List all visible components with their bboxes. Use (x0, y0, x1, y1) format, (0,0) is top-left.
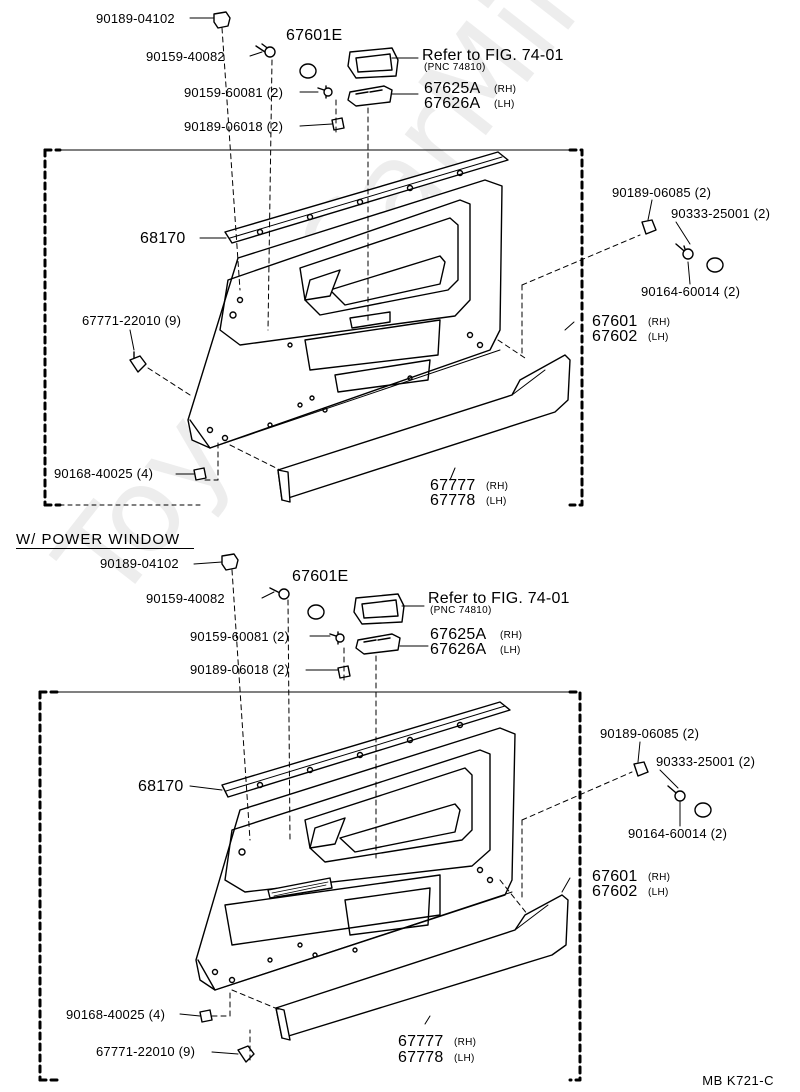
label-67625A: 67625A (430, 626, 487, 643)
section-title-underline (16, 548, 194, 549)
label-67601-rh: (RH) (648, 317, 671, 328)
label-67778: 67778 (398, 1049, 444, 1066)
label-67602: 67602 (592, 883, 638, 900)
top-dashed-guides (147, 27, 641, 481)
cap-90333-25001 (706, 257, 724, 273)
label-90189-06018: 90189-06018 (2) (190, 662, 290, 677)
label-68170: 68170 (140, 230, 186, 247)
bottom-leader-lines (179, 561, 681, 1055)
clip-90189-04102 (221, 553, 239, 571)
label-67602: 67602 (592, 328, 638, 345)
label-refer-fig: Refer to FIG. 74-01 (428, 590, 570, 607)
clip-90189-06085 (633, 761, 649, 777)
cap-90333-25001 (694, 802, 712, 818)
label-67601: 67601 (592, 868, 638, 885)
top-leader-lines (129, 17, 691, 481)
label-90189-06018: 90189-06018 (2) (184, 119, 284, 134)
section-title: W/ POWER WINDOW (16, 531, 181, 548)
top-small-parts (129, 11, 724, 481)
label-67625A-rh: (RH) (494, 84, 517, 95)
switch-67625A (347, 85, 393, 107)
label-90189-06085: 90189-06085 (2) (612, 185, 712, 200)
label-90164-60014: 90164-60014 (2) (628, 826, 728, 841)
label-68170: 68170 (138, 778, 184, 795)
label-67602-lh: (LH) (648, 887, 669, 898)
label-90168-40025: 90168-40025 (4) (54, 466, 154, 481)
bottom-molding-68170 (221, 701, 511, 798)
top-molding-68170 (224, 151, 509, 244)
label-67626A-lh: (LH) (494, 99, 515, 110)
bottom-dashed-guides (211, 569, 633, 1061)
label-refer-fig: Refer to FIG. 74-01 (422, 47, 564, 64)
label-90164-60014: 90164-60014 (2) (641, 284, 741, 299)
clip-90189-06018 (331, 117, 345, 131)
label-90159-40082: 90159-40082 (146, 591, 225, 606)
label-67777: 67777 (430, 477, 476, 494)
label-67778: 67778 (430, 492, 476, 509)
label-90189-04102: 90189-04102 (96, 11, 175, 26)
label-90159-40082: 90159-40082 (146, 49, 225, 64)
label-pnc: (PNC 74810) (430, 605, 492, 616)
label-67626A-lh: (LH) (500, 645, 521, 656)
label-67778-lh: (LH) (486, 496, 507, 507)
clip-90189-06018 (337, 665, 351, 679)
bottom-group-bracket (38, 690, 582, 1082)
top-door-trim-panel (187, 179, 503, 449)
top-assembly (43, 11, 724, 507)
label-67601E: 67601E (292, 568, 349, 585)
label-67777-rh: (RH) (454, 1037, 477, 1048)
label-90189-04102: 90189-04102 (100, 556, 179, 571)
label-90168-40025: 90168-40025 (4) (66, 1007, 166, 1022)
clip-90189-06085 (641, 219, 657, 235)
label-90333-25001: 90333-25001 (2) (671, 206, 771, 221)
label-67771-22010: 67771-22010 (9) (82, 313, 182, 328)
label-67626A: 67626A (424, 95, 481, 112)
bottom-armrest-67777 (275, 894, 569, 1041)
label-67602-lh: (LH) (648, 332, 669, 343)
label-67625A-rh: (RH) (500, 630, 523, 641)
label-67771-22010: 67771-22010 (9) (96, 1044, 196, 1059)
switch-67625A (355, 633, 401, 655)
label-90333-25001: 90333-25001 (2) (656, 754, 756, 769)
label-90189-06085: 90189-06085 (2) (600, 726, 700, 741)
top-armrest-67777 (277, 354, 571, 503)
bottom-door-trim-panel (195, 727, 516, 991)
label-67778-lh: (LH) (454, 1053, 475, 1064)
label-67601: 67601 (592, 313, 638, 330)
clip-90168-40025 (193, 467, 207, 481)
clip-90168-40025 (199, 1009, 213, 1023)
label-67626A: 67626A (430, 641, 487, 658)
cap-67601E (307, 604, 325, 620)
label-90159-60081: 90159-60081 (2) (190, 629, 290, 644)
top-group-bracket (43, 148, 584, 507)
label-67777: 67777 (398, 1033, 444, 1050)
clip-67771 (237, 1045, 255, 1063)
clip-90189-04102 (213, 11, 231, 29)
clip-67771 (129, 355, 147, 373)
bottom-small-parts (199, 553, 712, 1063)
figure-code: MB K721-C (702, 1073, 774, 1088)
label-67625A: 67625A (424, 80, 481, 97)
label-67601-rh: (RH) (648, 872, 671, 883)
bottom-assembly (38, 553, 712, 1082)
label-67777-rh: (RH) (486, 481, 509, 492)
label-67601E: 67601E (286, 27, 343, 44)
label-pnc: (PNC 74810) (424, 62, 486, 73)
label-90159-60081: 90159-60081 (2) (184, 85, 284, 100)
cap-67601E (299, 63, 317, 79)
